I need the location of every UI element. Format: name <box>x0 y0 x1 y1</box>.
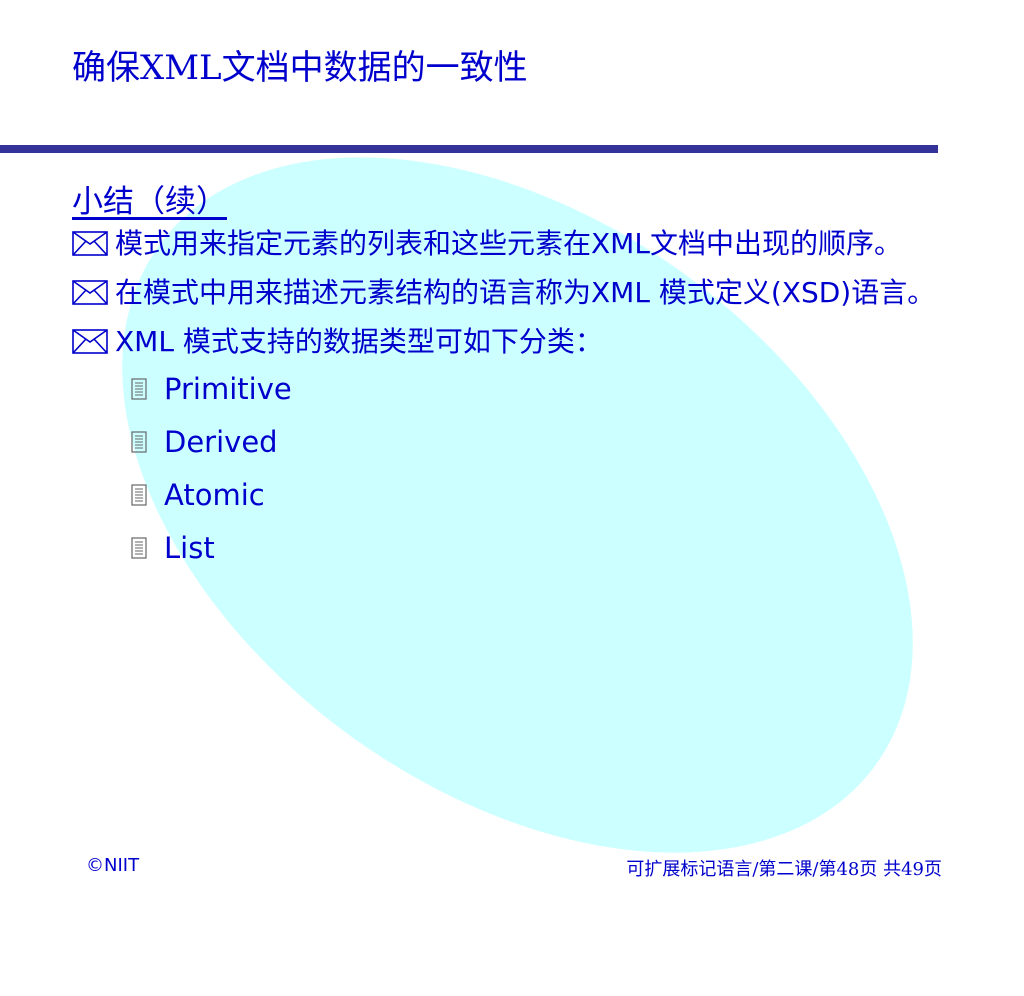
section-subtitle: 小结（续） <box>72 184 227 220</box>
slide-title: 确保XML文档中数据的一致性 <box>72 48 528 88</box>
envelope-icon <box>72 329 108 354</box>
sub-list-item: Atomic <box>128 478 962 513</box>
page-icon <box>131 537 147 559</box>
bullet-text: XML 模式支持的数据类型可如下分类： <box>115 325 603 358</box>
slide-content: 小结（续） 模式用来指定元素的列表和这些元素在XML文档中出现的顺序。 在模式中… <box>72 176 962 584</box>
sub-list-text: List <box>164 531 215 565</box>
bullet-item: 模式用来指定元素的列表和这些元素在XML文档中出现的顺序。 <box>72 225 962 263</box>
sub-list-text: Primitive <box>164 372 292 406</box>
sub-list-item: Primitive <box>128 372 962 407</box>
footer-page-info: 可扩展标记语言/第二课/第48页 共49页 <box>626 859 942 880</box>
sub-list: Primitive Derived Atomic List <box>128 372 962 566</box>
bullet-item: XML 模式支持的数据类型可如下分类： <box>72 323 962 361</box>
title-divider <box>0 145 938 153</box>
envelope-icon <box>72 280 108 305</box>
sub-list-text: Derived <box>164 425 278 459</box>
sub-list-item: Derived <box>128 425 962 460</box>
bullet-text: 在模式中用来描述元素结构的语言称为XML 模式定义(XSD)语言。 <box>115 276 936 309</box>
bullet-item: 在模式中用来描述元素结构的语言称为XML 模式定义(XSD)语言。 <box>72 274 962 312</box>
page-icon <box>131 484 147 506</box>
page-icon <box>131 378 147 400</box>
bullet-text: 模式用来指定元素的列表和这些元素在XML文档中出现的顺序。 <box>115 227 902 260</box>
sub-list-text: Atomic <box>164 478 265 512</box>
sub-list-item: List <box>128 531 962 566</box>
footer-copyright: ©NIIT <box>86 855 140 876</box>
page-icon <box>131 431 147 453</box>
envelope-icon <box>72 231 108 256</box>
